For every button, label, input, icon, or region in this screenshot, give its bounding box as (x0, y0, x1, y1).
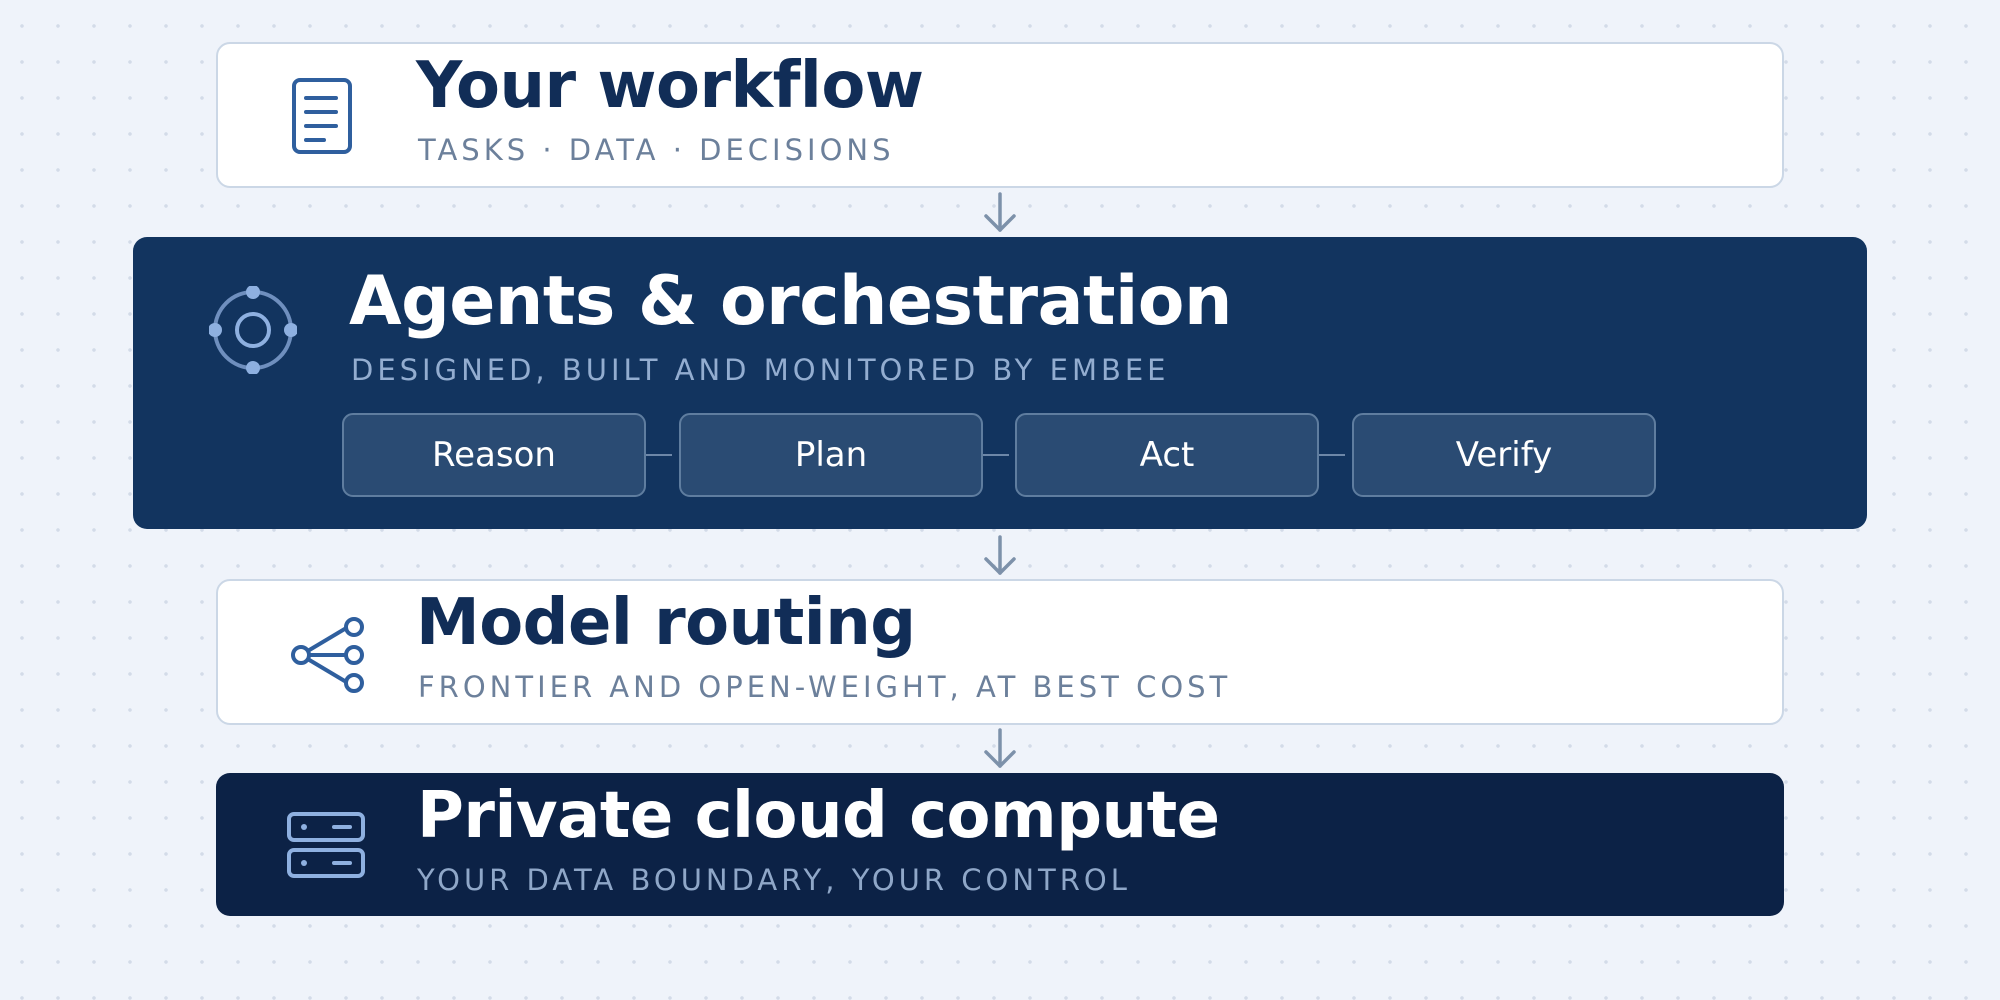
routing-subtitle: FRONTIER AND OPEN-WEIGHT, AT BEST COST (418, 670, 1232, 704)
compute-title: Private cloud compute (417, 779, 1220, 853)
step-connector (646, 454, 672, 456)
down-arrow-icon (984, 192, 1016, 232)
agents-subtitle: DESIGNED, BUILT AND MONITORED BY EMBEE (351, 353, 1170, 387)
compute-layer-card: Private cloud compute YOUR DATA BOUNDARY… (216, 773, 1784, 916)
step-act[interactable]: Act (1015, 413, 1319, 497)
step-reason[interactable]: Reason (342, 413, 646, 497)
document-icon (292, 78, 352, 154)
step-connector (1319, 454, 1345, 456)
step-plan[interactable]: Plan (679, 413, 983, 497)
step-verify[interactable]: Verify (1352, 413, 1656, 497)
down-arrow-icon (984, 728, 1016, 768)
compute-subtitle: YOUR DATA BOUNDARY, YOUR CONTROL (417, 863, 1131, 897)
step-connector (983, 454, 1009, 456)
branch-network-icon (291, 617, 364, 693)
down-arrow-icon (984, 535, 1016, 575)
workflow-title: Your workflow (416, 49, 924, 123)
routing-title: Model routing (416, 586, 916, 660)
orbit-icon (209, 286, 297, 374)
server-icon (287, 812, 365, 878)
workflow-layer-card: Your workflow TASKS · DATA · DECISIONS (216, 42, 1784, 188)
routing-layer-card: Model routing FRONTIER AND OPEN-WEIGHT, … (216, 579, 1784, 725)
agents-title: Agents & orchestration (349, 262, 1232, 341)
workflow-subtitle: TASKS · DATA · DECISIONS (418, 133, 895, 167)
